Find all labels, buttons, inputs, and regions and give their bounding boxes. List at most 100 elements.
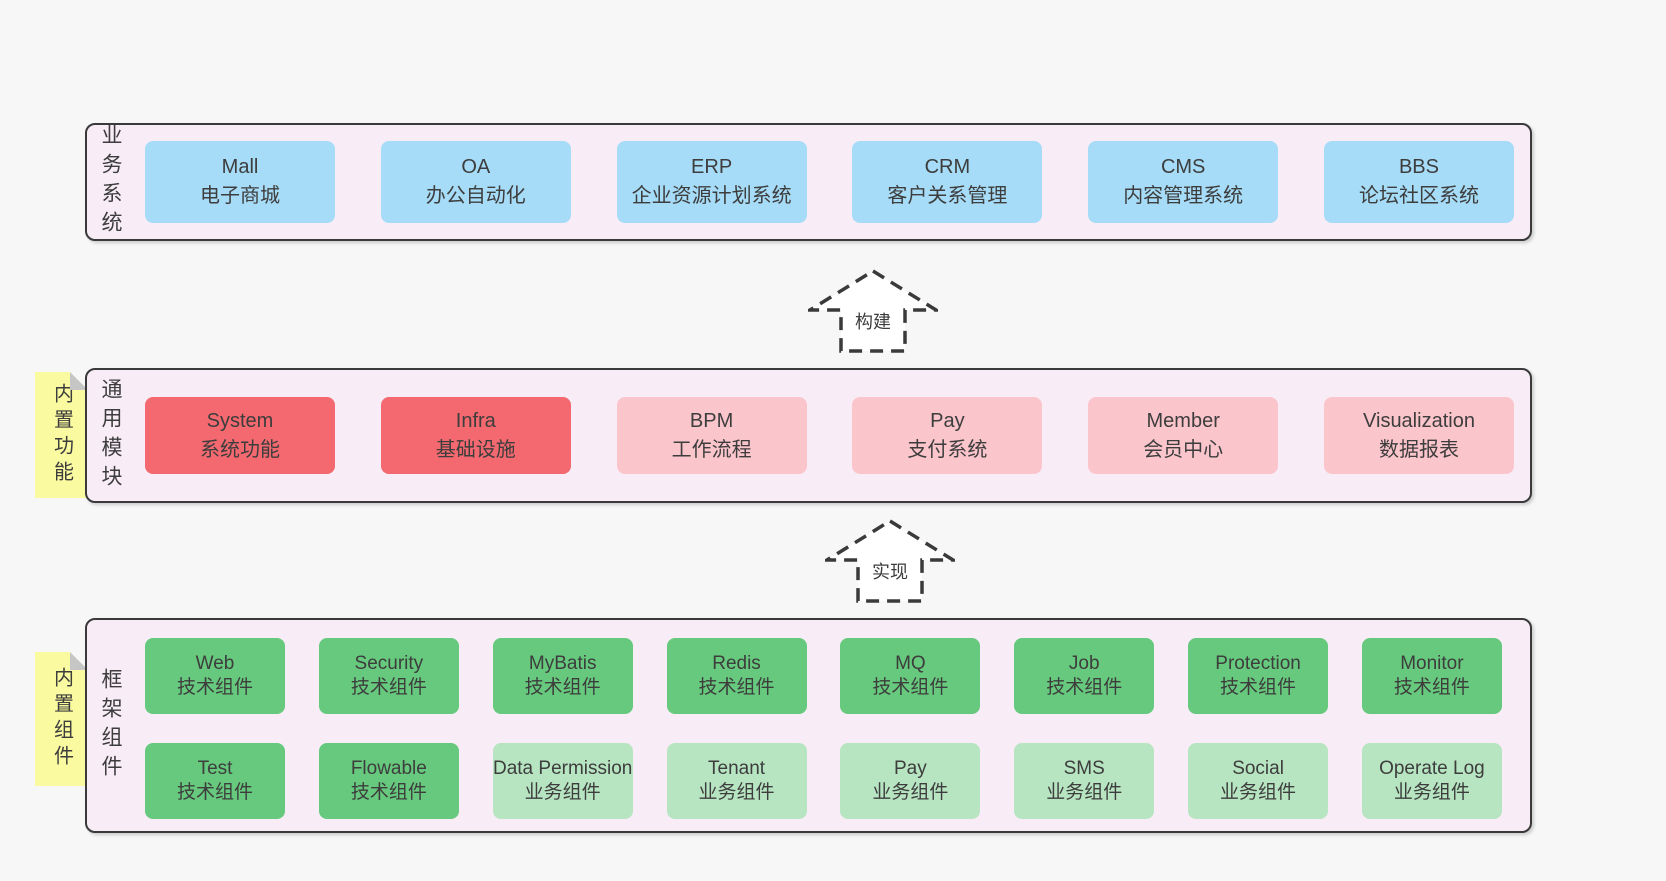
box-bbs: BBS 论坛社区系统: [1323, 141, 1514, 223]
box-subtitle: 技术组件: [1220, 677, 1297, 698]
box-flowable: Flowable 技术组件: [318, 743, 459, 819]
box-subtitle: 系统功能: [200, 438, 280, 461]
box-subtitle: 数据报表: [1378, 438, 1459, 461]
component-row-2: Test 技术组件 Flowable 技术组件 Data Permission …: [145, 743, 1502, 819]
box-subtitle: 业务组件: [698, 782, 775, 803]
box-title: CMS: [1160, 156, 1206, 178]
box-mybatis: MyBatis 技术组件: [492, 638, 633, 714]
box-subtitle: 办公自动化: [425, 185, 526, 207]
box-title: Data Permission: [492, 757, 633, 779]
box-title: Security: [354, 652, 424, 674]
box-sms: SMS 业务组件: [1014, 743, 1155, 819]
box-system: System 系统功能: [145, 397, 335, 474]
band-title: 框架组件: [99, 667, 122, 784]
box-subtitle: 技术组件: [1046, 677, 1123, 698]
box-test: Test 技术组件: [145, 743, 285, 819]
box-subtitle: 技术组件: [350, 782, 427, 803]
box-title: Web: [195, 652, 235, 674]
box-title: Flowable: [350, 757, 427, 779]
box-title: CRM: [924, 156, 971, 178]
box-security: Security 技术组件: [318, 638, 459, 714]
band-title: 业务系统: [99, 124, 122, 240]
box-subtitle: 技术组件: [698, 677, 775, 698]
box-title: Pay: [894, 757, 927, 779]
box-subtitle: 技术组件: [524, 677, 601, 698]
box-subtitle: 会员中心: [1143, 438, 1224, 461]
box-title: BBS: [1398, 156, 1439, 178]
build-arrow: 构建: [808, 268, 938, 354]
box-title: Member: [1146, 409, 1220, 432]
box-title: MQ: [895, 652, 926, 674]
box-title: Operate Log: [1379, 757, 1485, 779]
sticky-note-label: 内置功能: [50, 383, 73, 487]
box-title: Tenant: [708, 757, 766, 779]
box-title: System: [206, 409, 274, 432]
arrow-label: 实现: [868, 557, 912, 586]
box-subtitle: 支付系统: [907, 438, 988, 461]
box-title: Visualization: [1363, 409, 1475, 432]
implement-arrow: 实现: [825, 518, 955, 604]
box-title: Test: [197, 757, 233, 779]
box-title: Infra: [455, 409, 496, 432]
sticky-note-built-in-features: 内置功能: [35, 372, 88, 498]
component-row-1: Web 技术组件 Security 技术组件 MyBatis 技术组件 Redi…: [145, 638, 1502, 714]
box-subtitle: 内容管理系统: [1123, 185, 1244, 207]
box-pay-component: Pay 业务组件: [840, 743, 981, 819]
box-cms: CMS 内容管理系统: [1088, 141, 1279, 223]
box-title: Social: [1232, 757, 1284, 779]
box-title: Job: [1068, 652, 1100, 674]
box-subtitle: 技术组件: [1393, 677, 1470, 698]
box-social: Social 业务组件: [1188, 743, 1329, 819]
sticky-note-built-in-components: 内置组件: [35, 652, 88, 786]
box-title: MyBatis: [528, 652, 597, 674]
sticky-note-label: 内置组件: [50, 667, 73, 771]
box-protection: Protection 技术组件: [1188, 638, 1329, 714]
box-subtitle: 企业资源计划系统: [631, 185, 792, 207]
box-title: BPM: [689, 409, 734, 432]
box-subtitle: 业务组件: [1046, 782, 1123, 803]
box-visualization: Visualization 数据报表: [1323, 397, 1514, 474]
box-title: ERP: [691, 156, 733, 178]
box-subtitle: 业务组件: [872, 782, 949, 803]
band-box-row: Mall 电子商城 OA 办公自动化 ERP 企业资源计划系统 CRM 客户关系…: [145, 125, 1514, 239]
band-common-modules: 通用模块 System 系统功能 Infra 基础设施 BPM 工作流程 Pay…: [85, 368, 1532, 503]
box-title: Protection: [1215, 652, 1301, 674]
box-subtitle: 客户关系管理: [887, 185, 1008, 207]
box-subtitle: 技术组件: [872, 677, 949, 698]
box-bpm: BPM 工作流程: [616, 397, 807, 474]
box-data-permission: Data Permission 业务组件: [492, 743, 633, 819]
arrow-label: 构建: [851, 307, 895, 336]
box-infra: Infra 基础设施: [380, 397, 571, 474]
box-oa: OA 办公自动化: [380, 141, 571, 223]
box-subtitle: 业务组件: [524, 782, 601, 803]
box-title: Mall: [221, 156, 259, 178]
box-crm: CRM 客户关系管理: [852, 141, 1043, 223]
box-subtitle: 技术组件: [176, 677, 253, 698]
box-job: Job 技术组件: [1014, 638, 1155, 714]
box-subtitle: 技术组件: [176, 782, 253, 803]
band-framework-components: 框架组件 Web 技术组件 Security 技术组件 MyBatis 技术组件…: [85, 618, 1532, 833]
box-redis: Redis 技术组件: [666, 638, 807, 714]
box-subtitle: 技术组件: [350, 677, 427, 698]
box-member: Member 会员中心: [1088, 397, 1279, 474]
box-operate-log: Operate Log 业务组件: [1361, 743, 1502, 819]
box-title: SMS: [1063, 757, 1105, 779]
box-subtitle: 业务组件: [1220, 782, 1297, 803]
band-box-row: System 系统功能 Infra 基础设施 BPM 工作流程 Pay 支付系统…: [145, 370, 1514, 501]
box-subtitle: 基础设施: [435, 438, 516, 461]
band-title: 通用模块: [99, 377, 122, 494]
box-subtitle: 业务组件: [1393, 782, 1470, 803]
box-title: Monitor: [1400, 652, 1464, 674]
box-subtitle: 电子商城: [200, 185, 280, 207]
box-web: Web 技术组件: [145, 638, 285, 714]
box-subtitle: 工作流程: [671, 438, 752, 461]
box-monitor: Monitor 技术组件: [1361, 638, 1502, 714]
box-title: Redis: [712, 652, 761, 674]
box-tenant: Tenant 业务组件: [666, 743, 807, 819]
box-title: Pay: [930, 409, 965, 432]
box-erp: ERP 企业资源计划系统: [616, 141, 807, 223]
box-subtitle: 论坛社区系统: [1358, 185, 1479, 207]
box-pay-system: Pay 支付系统: [852, 397, 1043, 474]
box-title: OA: [461, 156, 491, 178]
